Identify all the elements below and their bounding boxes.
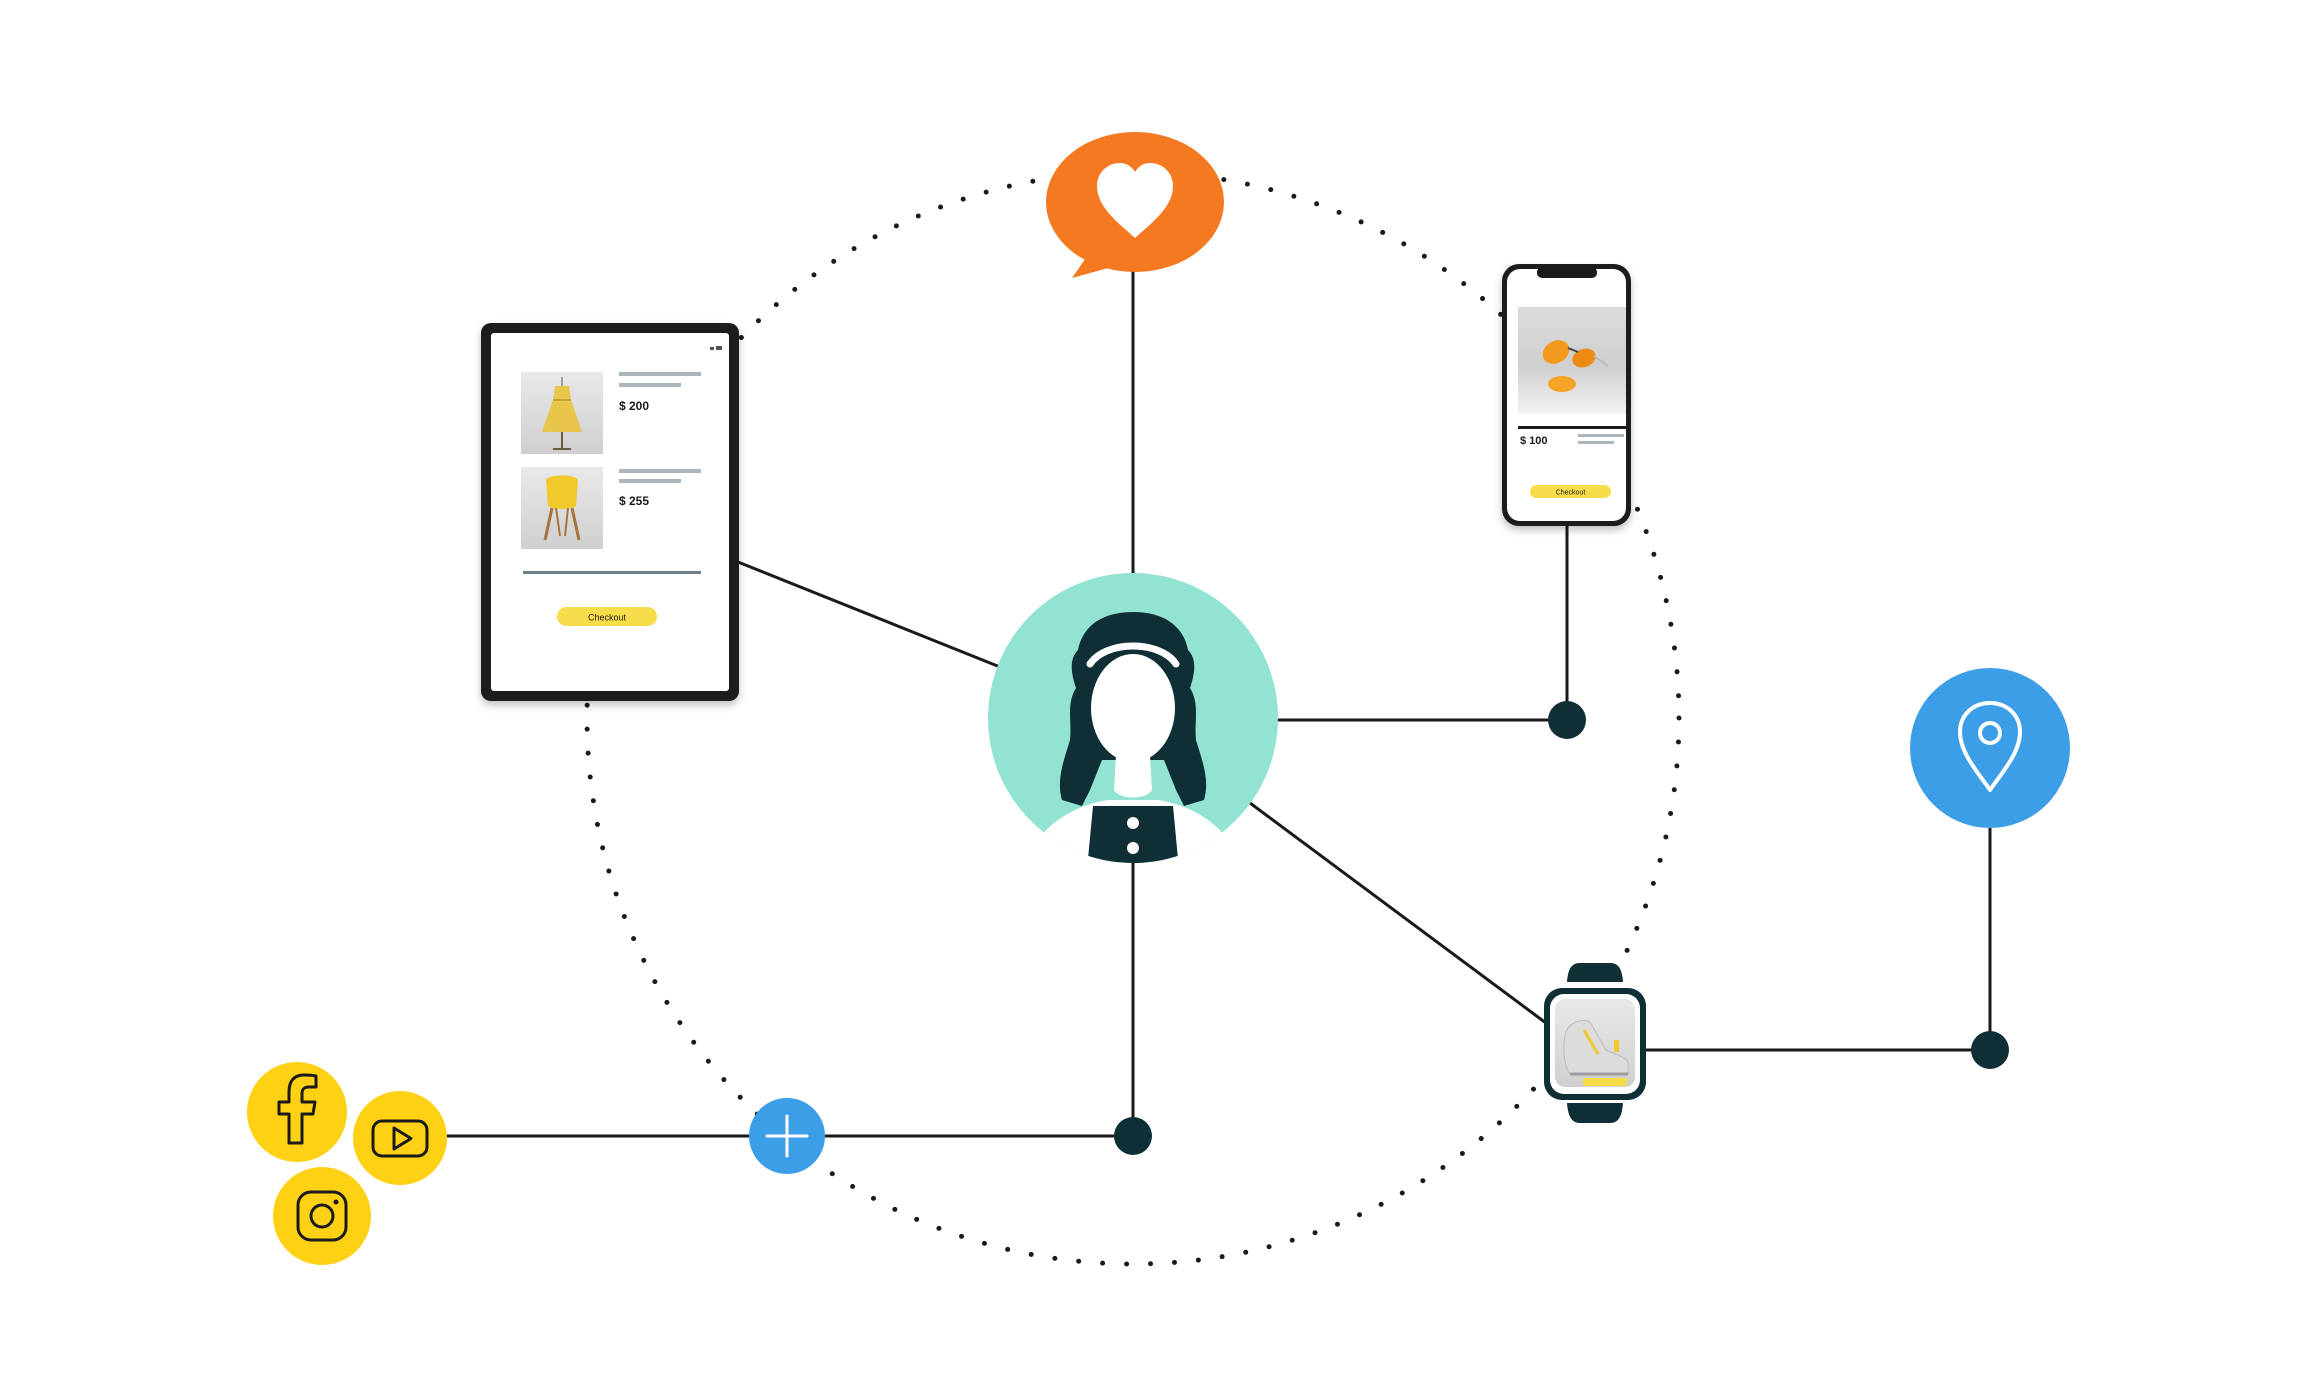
customer-avatar [988,573,1278,863]
location-pin-icon [1958,701,2022,792]
junction-node-phone [1548,701,1586,739]
watch-action-button[interactable] [1583,1078,1627,1086]
instagram-icon[interactable] [273,1167,371,1265]
avatar-face [1091,654,1175,762]
phone-device: $ 100 Checkout [1502,264,1631,526]
junction-node-location [1971,1031,2009,1069]
phone-checkout-label: Checkout [1556,490,1586,497]
heart-bubble [1046,132,1224,278]
plus-icon [765,1114,809,1158]
dress-icon [542,377,582,450]
connector-lines [440,265,1992,1138]
sunglasses-thumbnail[interactable] [1518,307,1626,414]
chair-icon [543,475,581,541]
sneaker-icon [1563,1019,1629,1076]
tablet-device: $ 200 $ 255 Checkout [481,323,739,701]
avatar-headband [1086,642,1180,668]
line-to-location [1636,828,1992,1052]
phone-notch [1537,267,1597,278]
sunglasses-icon [1542,340,1609,392]
line-to-watch [1249,801,1551,1028]
location-marker [1910,668,2070,828]
social-icons [247,1062,447,1265]
phone-price: $ 100 [1520,435,1548,447]
add-channel-node[interactable] [749,1098,825,1174]
tablet-checkout-label: Checkout [588,613,627,623]
youtube-icon[interactable] [353,1091,447,1185]
tablet-item-price-2: $ 255 [619,494,649,508]
line-to-phone [1276,520,1569,722]
junction-node-bottom [1114,1117,1152,1155]
heart-icon [1097,163,1173,238]
line-to-tablet [737,560,1001,669]
tablet-divider [523,571,701,574]
facebook-icon[interactable] [247,1062,347,1162]
phone-divider [1518,426,1626,429]
phone-checkout-button[interactable] [1530,485,1611,498]
smartwatch-device [1544,963,1646,1123]
dotted-orbit-ring [584,169,1682,1267]
tablet-item-price-1: $ 200 [619,399,649,413]
tablet-checkout-button[interactable] [557,607,657,626]
